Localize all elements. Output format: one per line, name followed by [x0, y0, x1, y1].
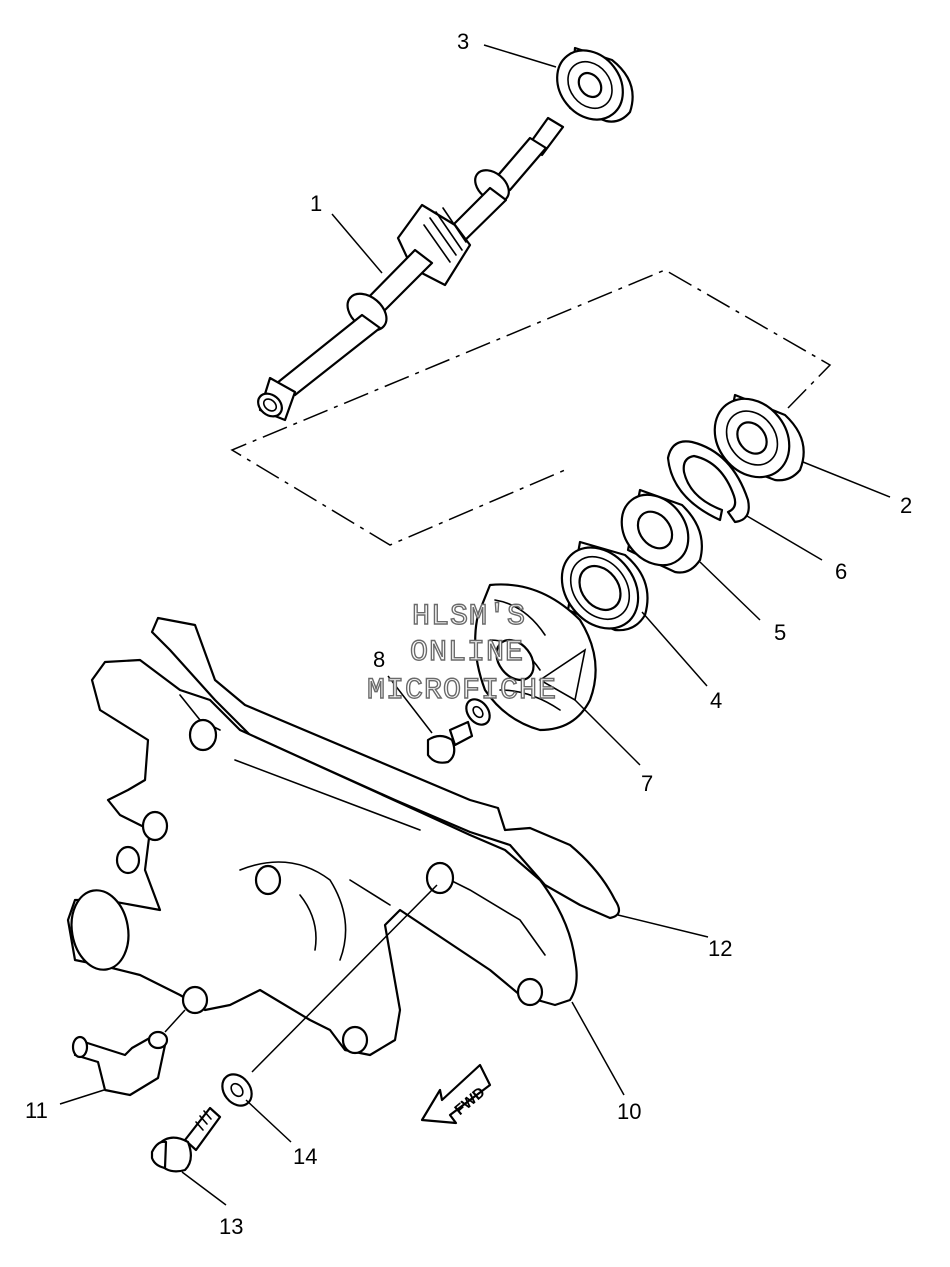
fwd-direction-arrow: FWD	[420, 1063, 492, 1125]
part-4-mechanical-seal	[560, 540, 649, 632]
part-1-impeller-shaft	[257, 116, 565, 422]
part-12-gasket	[150, 616, 621, 920]
callout-6: 6	[835, 559, 847, 584]
part-6-circlip	[666, 440, 750, 524]
callout-14: 14	[293, 1144, 317, 1169]
part-2-bearing	[713, 393, 805, 482]
watermark-line3: MICROFICHE	[367, 674, 557, 708]
callout-1: 1	[310, 191, 322, 216]
callout-8: 8	[373, 647, 385, 672]
part-14-washer	[221, 1073, 253, 1107]
watermark: HLSM'S ONLINE MICROFICHE	[366, 599, 557, 708]
assembly-dash-outline	[230, 269, 832, 546]
part-5-oil-seal	[620, 488, 703, 574]
callout-4: 4	[710, 688, 722, 713]
part-11-fitting	[71, 1030, 169, 1097]
callout-5: 5	[774, 620, 786, 645]
watermark-line1: HLSM'S	[412, 600, 526, 634]
leader-lines	[59, 44, 891, 1206]
callout-3: 3	[457, 29, 469, 54]
part-8-screw-washer	[426, 698, 491, 764]
callout-2: 2	[900, 493, 912, 518]
part-13-flange-bolt	[150, 1106, 222, 1173]
callout-7: 7	[641, 771, 653, 796]
callout-13: 13	[219, 1214, 243, 1239]
part-3-bearing	[556, 46, 634, 123]
callout-12: 12	[708, 936, 732, 961]
part-7-impeller	[474, 583, 597, 732]
part-10-pump-housing	[66, 658, 578, 1057]
callout-labels: 3 1 2 6 5 4 7 8 12 10 11 14 13	[25, 29, 912, 1239]
callout-11: 11	[25, 1098, 48, 1123]
callout-10: 10	[617, 1099, 641, 1124]
watermark-line2: ONLINE	[410, 636, 524, 670]
